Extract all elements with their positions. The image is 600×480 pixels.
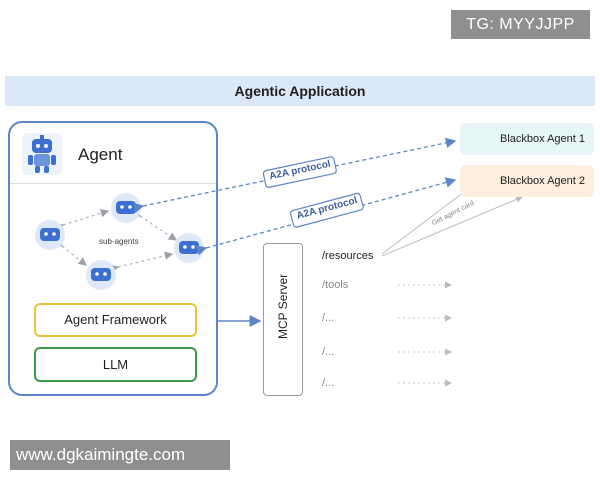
subagent-bottom-icon: [86, 260, 116, 290]
blackbox-agent-1: Blackbox Agent 1: [460, 123, 594, 155]
subagent-right-icon: [174, 233, 204, 263]
subagent-links: [53, 208, 177, 273]
subagents-label: sub-agents: [99, 237, 139, 246]
agentic-application-header: Agentic Application: [5, 76, 595, 106]
mcp-server-box: [263, 243, 303, 396]
agent-robot-icon: [22, 133, 62, 175]
watermark-bottom: www.dgkaimingte.com: [10, 440, 230, 470]
llm-box: LLM: [34, 347, 197, 382]
route-more-2: /...: [322, 346, 335, 358]
a2a-label-box-1: [262, 156, 337, 188]
subagent-top-icon: [111, 193, 141, 223]
mcp-server-label: MCP Server: [276, 273, 290, 339]
route-arrows: [398, 281, 452, 387]
route-resources: /resources: [322, 250, 374, 262]
get-agent-card-line-1: [381, 182, 477, 255]
route-tools: /tools: [322, 279, 349, 291]
route-more-3: /...: [322, 377, 335, 389]
get-agent-card-line-2: [381, 196, 523, 257]
agent-title: Agent: [78, 145, 123, 164]
watermark-top: TG: MYYJJPP: [451, 10, 590, 39]
agent-framework-box: Agent Framework: [34, 303, 197, 337]
blackbox-agent-2: Blackbox Agent 2: [460, 165, 594, 197]
a2a-label-box-2: [289, 192, 364, 228]
agent-divider: [10, 183, 216, 184]
route-more-1: /...: [322, 312, 335, 324]
subagent-left-icon: [35, 220, 65, 250]
